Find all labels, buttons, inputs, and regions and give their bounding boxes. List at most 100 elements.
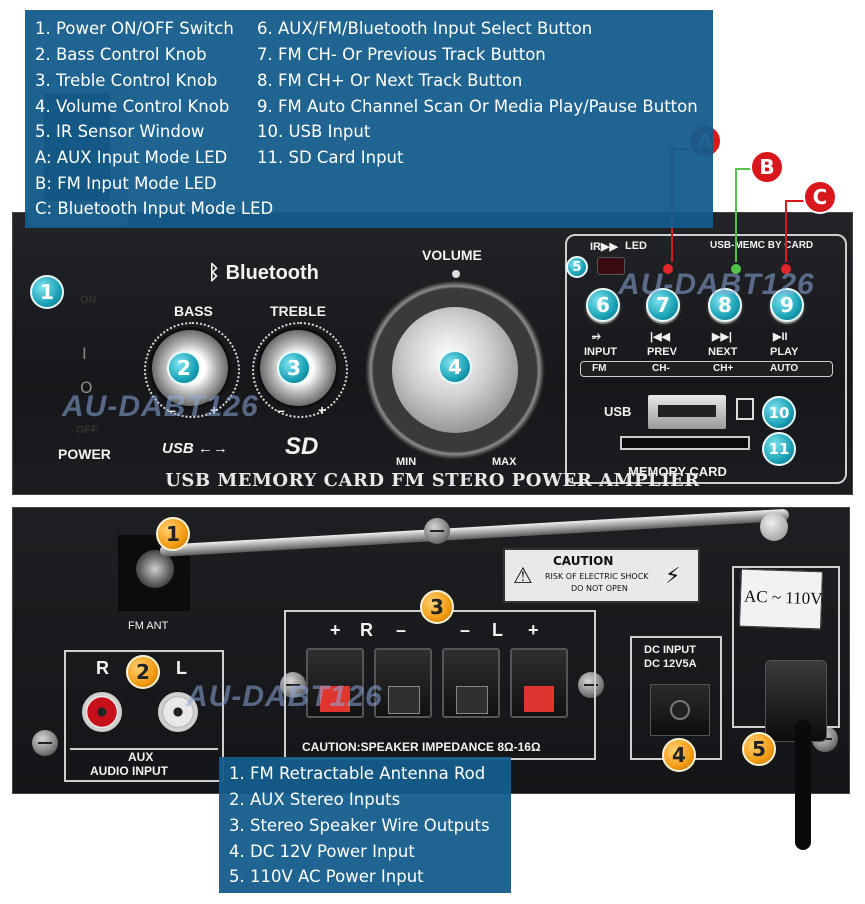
marker-9: 9: [770, 288, 804, 322]
power-on-label: ON: [80, 294, 97, 306]
pointer-c-line: [785, 202, 787, 262]
back-marker-3: 3: [420, 590, 454, 624]
speaker-impedance-caution: CAUTION:SPEAKER IMPEDANCE 8Ω-16Ω: [302, 740, 541, 754]
back-legend: 1. FM Retractable Antenna Rod 2. AUX Ste…: [219, 757, 511, 893]
marker-2: 2: [167, 351, 201, 385]
pointer-b-line: [735, 170, 737, 262]
sd-card-slot[interactable]: [620, 436, 750, 450]
power-off-label: OFF: [76, 424, 98, 436]
ch-minus-sub-label: CH-: [652, 363, 670, 374]
marker-3: 3: [277, 351, 311, 385]
back-marker-4: 4: [662, 738, 696, 772]
auto-sub-label: AUTO: [770, 363, 799, 374]
back-legend-item: 5. 110V AC Power Input: [229, 867, 424, 886]
warning-shock-icon: ⚡: [665, 564, 681, 589]
antenna-tip: [760, 513, 788, 541]
marker-7: 7: [646, 288, 680, 322]
screw-icon: [578, 672, 604, 698]
usb-port-slot: [658, 405, 716, 417]
back-watermark: AU-DABT126: [186, 680, 383, 713]
speaker-tab-black: [456, 686, 488, 714]
front-legend: 1. Power ON/OFF Switch 2. Bass Control K…: [25, 10, 713, 228]
back-legend-item: 4. DC 12V Power Input: [229, 842, 415, 861]
aux-rca-right[interactable]: [82, 692, 122, 732]
marker-11: 11: [762, 432, 796, 466]
front-legend-item: A: AUX Input Mode LED: [35, 148, 228, 167]
input-icon: ⭌: [592, 330, 601, 342]
marker-4: 4: [438, 350, 472, 384]
sd-card-icon: [736, 398, 754, 420]
caution-line-2: DO NOT OPEN: [571, 584, 628, 593]
speaker-polarity-l-minus: –: [460, 620, 471, 640]
treble-label: TREBLE: [270, 303, 326, 319]
rocker-on-mark: I: [82, 344, 87, 363]
volume-indicator-dot: [452, 270, 460, 278]
usb-logo-text: USB: [162, 440, 194, 457]
fm-mode-led: [731, 264, 741, 274]
back-legend-item: 3. Stereo Speaker Wire Outputs: [229, 816, 490, 835]
bass-scale-dots: [144, 322, 240, 418]
speaker-tab-red: [320, 686, 350, 712]
caution-line-1: RISK OF ELECTRIC SHOCK: [545, 572, 649, 581]
prev-icon: |◀◀: [650, 331, 670, 343]
bass-label: BASS: [174, 303, 213, 319]
screw-icon: [424, 518, 450, 544]
front-legend-item: B: FM Input Mode LED: [35, 174, 217, 193]
front-legend-item: C: Bluetooth Input Mode LED: [35, 199, 274, 218]
volume-max-label: MAX: [492, 456, 517, 468]
ac-voltage-label: AC ~ 110V: [743, 586, 823, 609]
prev-button-label: PREV: [647, 346, 677, 358]
pointer-b-hook: [735, 168, 753, 170]
speaker-terminal-l-plus[interactable]: [510, 648, 568, 718]
marker-5: 5: [566, 256, 588, 278]
bass-plus: +: [210, 402, 219, 418]
power-label: POWER: [58, 446, 111, 462]
front-panel-title: USB MEMORY CARD FM STERO POWER AMPLIER: [165, 470, 700, 491]
sd-logo: SD: [285, 433, 319, 460]
dc-rating-label: DC 12V5A: [644, 658, 697, 670]
caution-sticker: ⚠ ⚡ CAUTION RISK OF ELECTRIC SHOCK DO NO…: [503, 548, 700, 603]
front-legend-item: 3. Treble Control Knob: [35, 71, 218, 90]
front-legend-item: 2. Bass Control Knob: [35, 45, 207, 64]
aux-r-label: R: [96, 658, 109, 678]
control-section-frame: [565, 234, 847, 484]
aux-input-frame: [64, 650, 224, 782]
marker-6: 6: [586, 288, 620, 322]
marker-10: 10: [762, 396, 796, 430]
speaker-terminal-l-minus[interactable]: [442, 648, 500, 718]
play-button-label: PLAY: [770, 346, 799, 358]
warning-exclamation-icon: ⚠: [513, 564, 533, 589]
aux-divider: [70, 748, 218, 750]
usb-logo: USB ←→: [162, 440, 228, 457]
input-button-label: INPUT: [584, 346, 617, 358]
front-legend-item: 10. USB Input: [257, 122, 371, 141]
ir-sensor-window: [597, 257, 625, 275]
ir-label: IR▶▶: [590, 241, 618, 253]
volume-label: VOLUME: [422, 247, 482, 263]
front-legend-item: 11. SD Card Input: [257, 148, 404, 167]
marker-8: 8: [708, 288, 742, 322]
aux-rca-left[interactable]: [158, 692, 198, 732]
aux-label: AUX: [128, 750, 154, 764]
aux-l-label: L: [176, 658, 187, 678]
treble-plus: +: [318, 402, 327, 418]
front-legend-item: 7. FM CH- Or Previous Track Button: [257, 45, 546, 64]
speaker-tab-red: [524, 686, 554, 712]
usb-port-label: USB: [604, 404, 632, 419]
ch-plus-sub-label: CH+: [713, 363, 734, 374]
volume-min-label: MIN: [396, 456, 417, 468]
front-watermark-left: AU-DABT126: [62, 390, 259, 423]
fm-ant-label: FM ANT: [128, 620, 169, 632]
dc-jack-pin: [670, 700, 690, 720]
bluetooth-icon: ᛒ: [208, 262, 220, 284]
front-legend-item: 8. FM CH+ Or Next Track Button: [257, 71, 523, 90]
back-marker-5: 5: [742, 732, 776, 766]
led-label: LED: [625, 240, 647, 252]
bluetooth-logo: ᛒ Bluetooth: [208, 262, 319, 285]
usb-trident-icon: ←→: [197, 440, 228, 457]
screw-icon: [32, 730, 58, 756]
ac-power-cord: [795, 720, 811, 850]
front-legend-item: 4. Volume Control Knob: [35, 97, 230, 116]
fm-sub-label: FM: [592, 363, 607, 374]
front-legend-item: 1. Power ON/OFF Switch: [35, 19, 234, 38]
